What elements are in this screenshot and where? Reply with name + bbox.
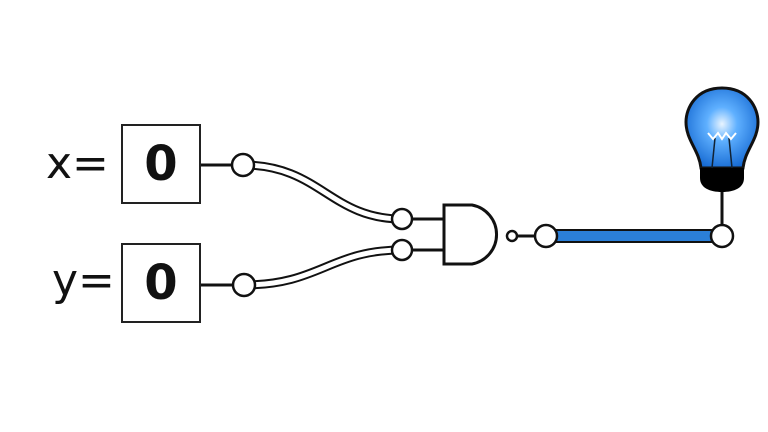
y-label: y= xyxy=(52,255,115,306)
x-output-node[interactable] xyxy=(230,152,256,178)
output-wire xyxy=(545,229,723,243)
nand-bubble xyxy=(505,229,519,243)
x-label: x= xyxy=(46,138,109,189)
light-bulb-icon xyxy=(684,86,760,192)
gate-input-b-node[interactable] xyxy=(390,238,414,262)
y-input-toggle[interactable]: 0 xyxy=(121,243,201,323)
gate-output-node[interactable] xyxy=(533,223,559,249)
nand-gate[interactable] xyxy=(442,203,498,266)
gate-input-a-node[interactable] xyxy=(390,207,414,231)
x-wire xyxy=(242,160,403,224)
y-output-node[interactable] xyxy=(231,272,257,298)
bulb-input-node[interactable] xyxy=(709,223,735,249)
x-input-toggle[interactable]: 0 xyxy=(121,124,201,204)
y-wire xyxy=(243,245,403,290)
